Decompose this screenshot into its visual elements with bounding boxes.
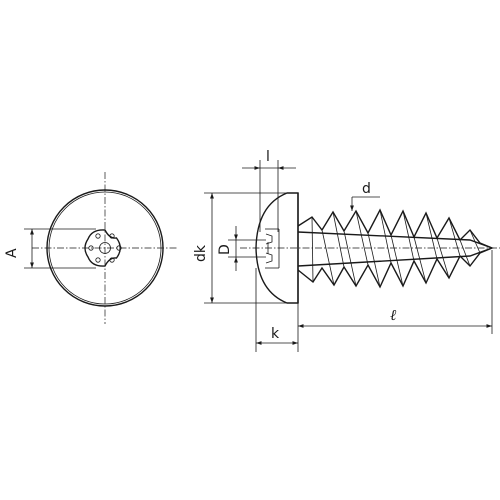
label-dk: dk [193, 244, 209, 262]
recess-lobe-6 [116, 245, 122, 251]
label-a: A [4, 248, 20, 258]
label-l-small: l [266, 149, 270, 165]
recess-lobe-3 [88, 245, 94, 251]
label-k: k [271, 326, 280, 342]
threaded-shank [297, 208, 495, 289]
torx-recess-icon [84, 229, 121, 267]
dimension-d-thread: d [350, 181, 380, 211]
recess-lobe-1 [109, 233, 115, 239]
dimension-a: A [4, 228, 96, 269]
label-d-recess: D [217, 244, 233, 255]
screw-side-view [240, 192, 500, 304]
recess-lobe-5 [109, 257, 115, 263]
recess-lobe-4 [95, 257, 101, 263]
dimension-length: ℓ [298, 250, 493, 334]
label-d-thread: d [362, 181, 371, 197]
recess-tamper-pin [99, 242, 111, 254]
recess-hidden-lines [265, 228, 280, 269]
head-end-view [32, 172, 178, 324]
label-length: ℓ [390, 306, 396, 324]
dimension-l-small: l [242, 149, 296, 232]
dimension-d-recess: D [217, 226, 266, 271]
dimension-dk: dk [193, 192, 290, 304]
pan-head [255, 192, 299, 304]
recess-lobe-2 [95, 233, 101, 239]
